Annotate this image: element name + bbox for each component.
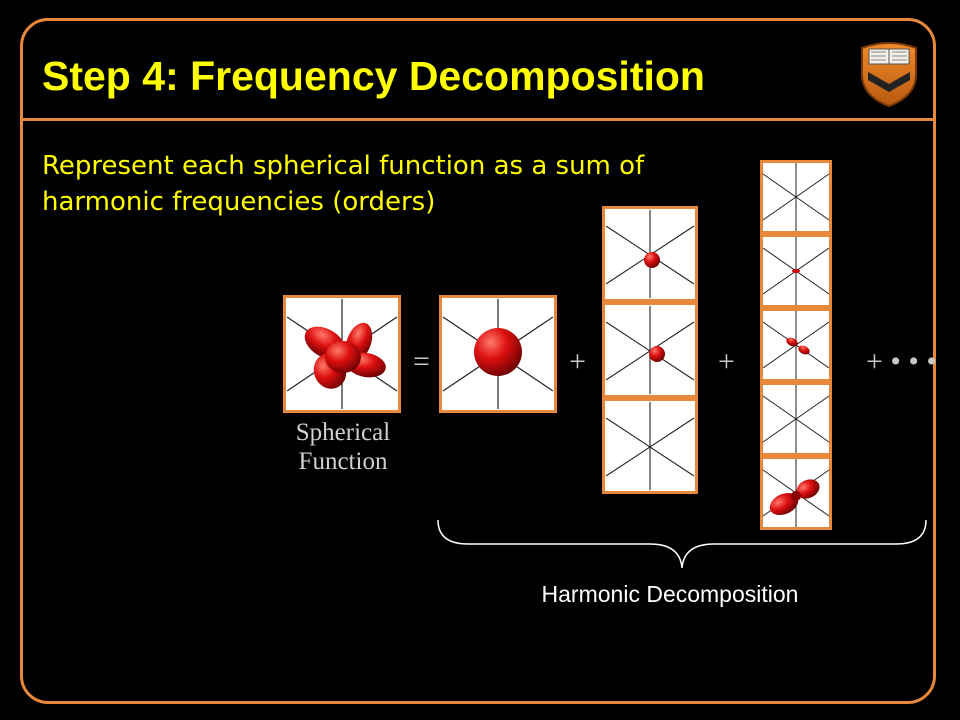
- order-2-tile: [760, 234, 832, 308]
- order-2-tile: [760, 308, 832, 382]
- equals-sign: =: [413, 345, 430, 378]
- order-1-tile: [602, 302, 698, 398]
- plus-sign: +: [569, 345, 586, 378]
- order-2-tile: [760, 160, 832, 234]
- slide-subtitle: Represent each spherical function as a s…: [42, 151, 645, 217]
- harmonic-decomposition-label: Harmonic Decomposition: [541, 581, 799, 607]
- order-2-tile: [760, 382, 832, 456]
- caption-line-1: Spherical: [295, 419, 391, 446]
- decomposition-brace: [437, 519, 927, 569]
- spherical-function-tile: [283, 295, 401, 413]
- princeton-shield-icon: [861, 42, 917, 108]
- order-1-tile: [602, 206, 698, 302]
- slide-frame: [20, 18, 936, 704]
- order-0-tile: [439, 295, 557, 413]
- title-divider: [20, 118, 936, 121]
- ellipsis-continuation: + • • •: [866, 345, 937, 378]
- caption-line-2: Function: [298, 448, 388, 475]
- slide-title: Step 4: Frequency Decomposition: [42, 53, 705, 99]
- order-1-tile: [602, 398, 698, 494]
- plus-sign: +: [718, 345, 735, 378]
- order-2-tile: [760, 456, 832, 530]
- spherical-function-caption: Spherical Function: [270, 418, 416, 476]
